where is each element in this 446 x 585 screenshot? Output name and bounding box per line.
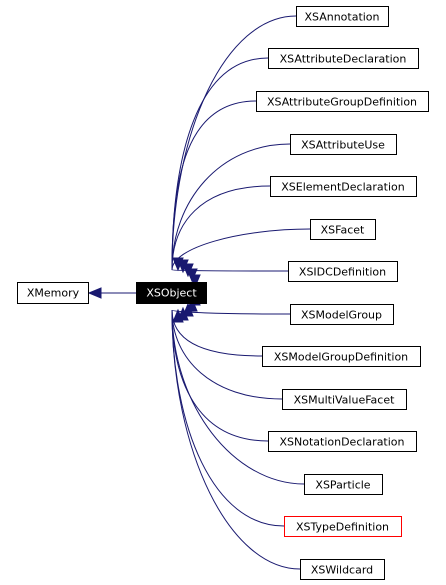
node-xsparticle-label: XSParticle bbox=[315, 479, 370, 492]
node-xsmultivaluefacet[interactable]: XSMultiValueFacet bbox=[282, 389, 407, 410]
edge-xsparticle bbox=[171, 309, 305, 485]
edges-layer bbox=[87, 15, 311, 570]
edge-arrowhead-xmemory bbox=[87, 287, 102, 299]
node-xmemory[interactable]: XMemory bbox=[17, 282, 89, 304]
node-xmemory-label: XMemory bbox=[27, 287, 80, 300]
edge-xselementdeclaration bbox=[171, 185, 271, 271]
edge-xswildcard bbox=[171, 309, 301, 570]
node-xsattributegroupdefinition[interactable]: XSAttributeGroupDefinition bbox=[256, 91, 429, 112]
node-xstypedefinition-box bbox=[284, 516, 402, 537]
node-xsannotation-label: XSAnnotation bbox=[304, 11, 379, 24]
node-xstypedefinition[interactable]: XSTypeDefinition bbox=[284, 516, 402, 537]
node-xsattributeuse-box bbox=[290, 134, 397, 155]
node-xsfacet-box bbox=[310, 219, 376, 240]
node-xsnotationdeclaration[interactable]: XSNotationDeclaration bbox=[268, 431, 417, 452]
node-xsnotationdeclaration-label: XSNotationDeclaration bbox=[279, 436, 404, 449]
node-xsparticle[interactable]: XSParticle bbox=[304, 474, 383, 495]
node-xstypedefinition-label: XSTypeDefinition bbox=[296, 521, 389, 534]
edge-xsmultivaluefacet bbox=[171, 309, 283, 400]
node-xsmultivaluefacet-label: XSMultiValueFacet bbox=[294, 394, 395, 407]
node-xsattributegroupdefinition-box bbox=[256, 91, 429, 112]
node-xsobject-label: XSObject bbox=[146, 287, 197, 300]
node-xsidcdefinition[interactable]: XSIDCDefinition bbox=[288, 261, 398, 282]
node-xsmodelgroupdefinition[interactable]: XSModelGroupDefinition bbox=[262, 346, 421, 367]
node-xsattributegroupdefinition-label: XSAttributeGroupDefinition bbox=[267, 96, 417, 109]
edge-xsattributedeclaration bbox=[171, 57, 269, 271]
node-xsattributedeclaration[interactable]: XSAttributeDeclaration bbox=[268, 48, 419, 69]
node-xsmodelgroup[interactable]: XSModelGroup bbox=[290, 304, 394, 325]
node-xswildcard-label: XSWildcard bbox=[311, 564, 373, 577]
node-xswildcard[interactable]: XSWildcard bbox=[300, 559, 385, 580]
edge-arrowhead bbox=[189, 274, 201, 289]
node-xsfacet-label: XSFacet bbox=[321, 224, 365, 237]
node-xmemory-box bbox=[17, 282, 89, 304]
edge-xsannotation bbox=[171, 15, 297, 271]
node-xsattributedeclaration-box bbox=[268, 48, 419, 69]
edge-xsidcdefinition bbox=[171, 269, 289, 272]
node-xsmodelgroup-label: XSModelGroup bbox=[301, 309, 382, 322]
node-xsannotation-box bbox=[296, 6, 389, 27]
node-xsannotation[interactable]: XSAnnotation bbox=[296, 6, 389, 27]
edge-xsmodelgroup bbox=[171, 309, 291, 315]
node-xsobject-box bbox=[136, 282, 207, 304]
node-xsmodelgroupdefinition-box bbox=[262, 346, 421, 367]
node-xsidcdefinition-label: XSIDCDefinition bbox=[299, 266, 386, 279]
edge-xsmodelgroupdefinition bbox=[171, 309, 263, 357]
node-xsobject[interactable]: XSObject bbox=[136, 282, 207, 304]
edge-xstypedefinition bbox=[171, 309, 285, 527]
node-xsattributeuse-label: XSAttributeUse bbox=[301, 139, 385, 152]
node-xsattributedeclaration-label: XSAttributeDeclaration bbox=[280, 53, 407, 66]
node-xsnotationdeclaration-box bbox=[268, 431, 417, 452]
node-xswildcard-box bbox=[300, 559, 385, 580]
node-xselementdeclaration-label: XSElementDeclaration bbox=[281, 181, 405, 194]
node-xselementdeclaration[interactable]: XSElementDeclaration bbox=[270, 176, 417, 197]
node-xsparticle-box bbox=[304, 474, 383, 495]
edge-xsattributegroupdefinition bbox=[171, 100, 257, 271]
node-xsattributeuse[interactable]: XSAttributeUse bbox=[290, 134, 397, 155]
nodes-layer: XMemory XSObject XSAnnotationXSAttribute… bbox=[17, 6, 429, 580]
node-xselementdeclaration-box bbox=[270, 176, 417, 197]
edge-xsattributeuse bbox=[171, 143, 291, 271]
node-xsidcdefinition-box bbox=[288, 261, 398, 282]
node-xsmultivaluefacet-box bbox=[282, 389, 407, 410]
node-xsfacet[interactable]: XSFacet bbox=[310, 219, 376, 240]
node-xsmodelgroupdefinition-label: XSModelGroupDefinition bbox=[274, 351, 408, 364]
node-xsmodelgroup-box bbox=[290, 304, 394, 325]
